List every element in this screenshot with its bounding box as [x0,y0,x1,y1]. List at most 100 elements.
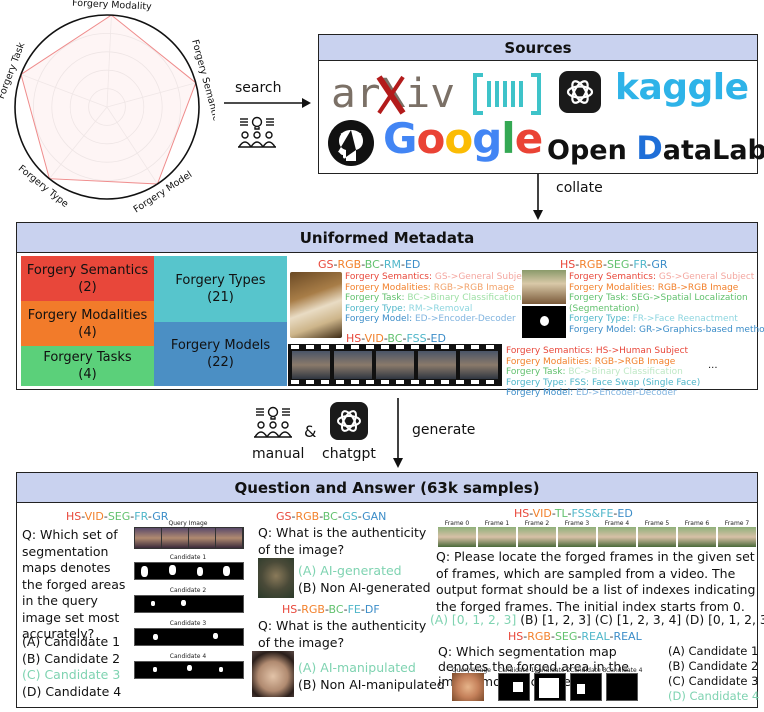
google-letter: e [514,114,543,163]
film-frame [376,351,414,379]
radar-ring [33,33,181,181]
meta-value: FR->Face Reenactment [632,314,738,325]
category-models: Forgery Models (22) [154,322,287,386]
meta-line: Forgery Modalities: RGB->RGB Image [506,357,700,368]
tag-part: GS [276,510,292,523]
qa4-options: (A) [0, 1, 2, 3] (B) [1, 2, 3] (C) [1, 2… [430,613,764,627]
meta-value: ED->Encoder-Decoder [575,388,677,399]
category-semantics: Forgery Semantics (2) [21,256,154,301]
meta-key: Forgery Model: [345,314,415,325]
qa5-candidate-caption: Candidate 4 [606,667,643,674]
film-hole [321,345,329,349]
tag-part: - [360,603,365,616]
category-count: (21) [207,290,234,305]
video-frame [478,527,516,547]
tag-part: VID [84,510,104,523]
tag-part: - [361,332,365,345]
category-modalities: Forgery Modalities (4) [21,301,154,346]
qa5-candidate-caption: Candidate 3 [570,667,607,674]
query-frame [135,528,161,548]
tag-part: - [575,258,580,271]
meta-value: RGB->RGB Image [433,282,515,293]
film-hole [381,345,389,349]
tag-part: - [523,630,528,643]
frame-caption: Frame 0 [444,520,470,527]
qa5-option-d: (D) Candidate 4 [668,689,760,703]
meta-line: Forgery Semantics: GS->General Subject [569,272,764,283]
category-name: Forgery Modalities [27,307,148,323]
meta-line: Forgery Modalities: RGB->RGB Image [345,283,530,294]
film-hole [471,380,479,384]
meta-ex2-mask [522,306,566,338]
film-hole [351,380,359,384]
candidate-caption: Candidate 1 [169,554,207,561]
meta-ex1-tag: GS-RGB-BC-RM-ED [318,258,420,271]
tag-part: GS [318,258,334,271]
meta-line: Forgery Model: GR->Graphics-based method… [569,325,764,336]
meta-ex2-tag: HS-RGB-SEG-FR-GR [560,258,667,271]
meta-value: (Segmentation) [569,303,640,314]
radar-label: Forgery Task [0,41,28,101]
tag-part: GAN [362,510,387,523]
tag-part: - [343,603,348,616]
film-hole [441,345,449,349]
mask-region [539,678,559,698]
film-hole [381,380,389,384]
mask-spot [181,600,186,606]
film-hole [396,345,404,349]
mask-spot [141,566,148,577]
tag-part: - [551,507,555,520]
category-name: Forgery Semantics [26,262,149,278]
video-frame [558,527,596,547]
film-hole [306,345,314,349]
radar-spokes [20,15,196,185]
meta-line: (Segmentation) [569,304,764,315]
video-frame [598,527,636,547]
frame-caption: Frame 3 [564,520,590,527]
film-hole [426,345,434,349]
meta-key: Forgery Task: [506,367,569,378]
tag-part: - [324,603,329,616]
tag-part: - [379,258,384,271]
google-letter: o [416,114,445,163]
query-frame [189,528,215,548]
tag-part: RGB [527,630,551,643]
tag-part: - [402,332,407,345]
film-hole [291,345,299,349]
opendatalab-d: D [636,129,663,167]
qa1-tag: HS-VID-SEG-FR-GR [66,510,168,523]
tag-part: VID [364,332,384,345]
tag-part: - [629,258,634,271]
video-frame [638,527,676,547]
mask-region [513,682,523,692]
manual-icon [254,406,292,438]
opendatalab-logo: Open DataLab [547,129,764,167]
category-count: (22) [207,355,234,370]
qa5-option-b: (B) Candidate 2 [668,659,759,673]
radar-ring [69,69,145,145]
film-hole [441,380,449,384]
tag-part: - [550,630,555,643]
qa5-candidate-mask [606,673,638,701]
qa1-options: (A) Candidate 1 (B) Candidate 2 (C) Cand… [22,634,121,700]
dataset-bars-logo [473,73,541,115]
tag-part: - [567,507,572,520]
meta-key: Forgery Model: [569,324,639,335]
candidate-caption: Candidate 2 [169,587,207,594]
qa3-option-a: (A) AI-manipulated [298,660,416,675]
meta-key: Forgery Type: [506,377,570,388]
meta-ex3-filmstrip [288,344,502,386]
meta-line: Forgery Semantics: HS->Human Subject [506,346,700,357]
manual-label: manual [252,446,305,462]
film-hole [456,345,464,349]
tag-part: - [613,507,618,520]
meta-value: SEG->Spatial Localization [631,293,748,304]
qa5-query-image [452,673,484,701]
tag-part: - [333,258,338,271]
tag-part: SEG [606,258,630,271]
film-hole [351,345,359,349]
category-tasks: Forgery Tasks (4) [21,346,154,386]
meta-line: Forgery Task: SEG->Spatial Localization [569,293,764,304]
